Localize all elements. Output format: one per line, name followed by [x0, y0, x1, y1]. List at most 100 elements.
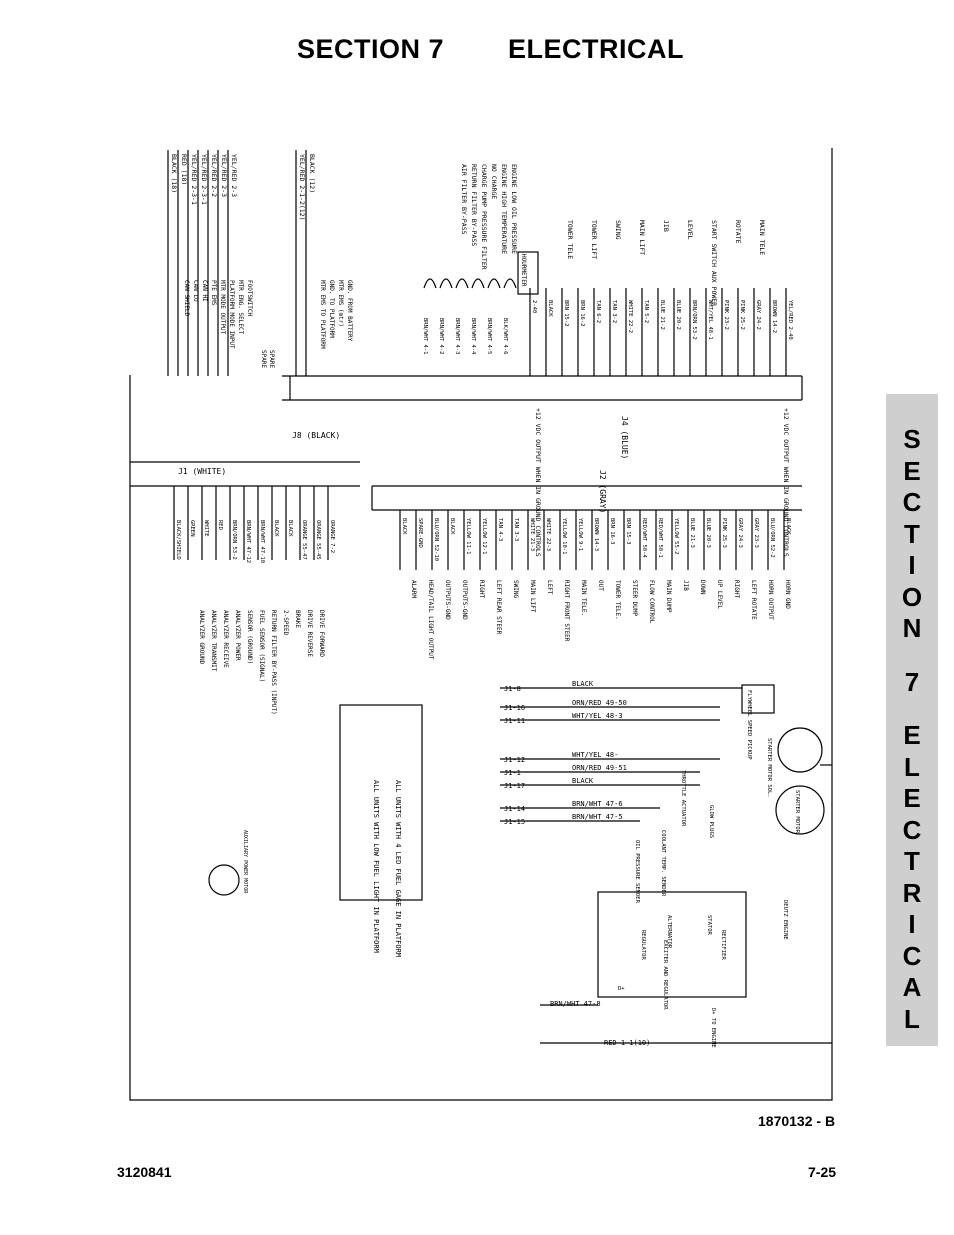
j2-function-label: FLOW CONTROL — [648, 580, 655, 624]
j2-wire-label: RED/WHT 50-4 — [641, 518, 647, 558]
j2-function-label: ALARM — [410, 580, 417, 598]
j2-wire-label: BROWN 14-3 — [593, 518, 599, 551]
tab-letter: L — [904, 1003, 920, 1034]
j2-wire-label: BRN 16-3 — [609, 518, 615, 545]
j2-wire-label: BRN 15-3 — [625, 518, 631, 545]
connector-j2-label: J2 (GRAY) — [598, 470, 607, 513]
j1-function-label: FUEL SENSOR (SIGNAL) — [258, 610, 265, 682]
section-title: ELECTRICAL — [508, 34, 684, 64]
left-signal-label: GND. FROM BATTERY — [346, 280, 353, 342]
j2-wire-label: BLACK — [449, 518, 455, 535]
tab-letter: A — [902, 972, 922, 1002]
left-wire-label: RED (18) — [180, 154, 188, 185]
bottom-wire-label: BRN/WHT 47-8 — [550, 1000, 601, 1008]
j1-function-label: ANALYZER POWER — [234, 610, 241, 661]
engine-wire-label: BLACK — [572, 680, 594, 688]
left-wire-label: BLACK (12) — [308, 154, 316, 193]
tab-letter: I — [908, 909, 916, 939]
power-note: +12 VDC OUTPUT WHEN IN GROUND CONTROLS — [782, 408, 790, 557]
j2-wire-label: RED/WHT 50-1 — [657, 518, 663, 558]
j1-wire-label: RED — [217, 520, 223, 530]
j1-wire-label: BRN/WHT 47-10 — [259, 520, 265, 563]
section-side-tab: S E C T I O N 7 E L E C T R I C A L — [886, 394, 938, 1046]
tab-letter: E — [903, 720, 921, 750]
left-wire-label: YEL/RED 2-1-2(12) — [298, 154, 306, 221]
sensor-wire-label: BRN/WHT 4-4 — [470, 318, 476, 355]
sensor-label: CHARGE PUMP PRESSURE FILTER — [480, 164, 488, 270]
engine-component-label: DEUTZ ENGINE — [782, 900, 788, 940]
j1-function-label: ANALYZER RECEIVE — [222, 610, 229, 668]
j2-function-label: OUTPUTS-GND — [444, 580, 451, 620]
sensor-label: ENGINE LOW OIL PRESSURE — [510, 164, 518, 254]
j2-function-label: LEFT ROTATE — [750, 580, 757, 620]
j1-wire-label: BRN/WHT 47-12 — [245, 520, 251, 563]
j2-function-label: MAIN TELE. — [580, 580, 587, 616]
function-label: TOWER LIFT — [590, 220, 598, 259]
j2-wire-label: YELLOW 55-2 — [673, 518, 679, 554]
tab-letter: N — [902, 613, 922, 643]
j2-function-label: MAIN DUMP — [665, 580, 672, 613]
aux-motor-label: AUXILIARY POWER MOTOR — [242, 830, 248, 894]
engine-pin-label: J1-17 — [504, 782, 525, 790]
sensor-wire-label: BRN/WHT 4-1 — [422, 318, 428, 354]
engine-component-label: COOLANT TEMP. SENDER — [660, 830, 666, 897]
sensor-wire-label: BRN/WHT 4-3 — [454, 318, 460, 354]
tab-letter: I — [908, 550, 916, 580]
j2-function-label: OUT — [597, 580, 604, 591]
left-wire-label: YEL/RED 2-3 — [230, 154, 238, 197]
engine-component-label: RECTIFIER — [720, 930, 726, 960]
function-label: START SWITCH AUX POWER — [710, 220, 718, 306]
j1-wire-label: ORANGE 55-45 — [315, 520, 321, 560]
tab-letter: R — [902, 877, 922, 908]
engine-pin-label: J1-1 — [504, 769, 521, 777]
j1-wire-label: GREEN — [189, 520, 195, 537]
tab-number: 7 — [904, 666, 920, 697]
j1-function-label: BRAKE — [294, 610, 301, 628]
engine-component-label: OIL PRESSURE SENDER — [634, 840, 640, 904]
j2-wire-label: BLU/ORN 52-2 — [769, 518, 775, 558]
function-label: LEVEL — [686, 220, 694, 240]
j2-wire-label: TAN 4-3 — [497, 518, 503, 541]
j4-wire-label: BLUE 21-2 — [659, 300, 665, 330]
engine-component-label: GLOW PLUGS — [708, 805, 714, 838]
j2-wire-label: YELLOW 12-1 — [481, 518, 487, 554]
bottom-wire-label: RED 1-1(10) — [604, 1039, 650, 1047]
tab-letter: C — [902, 814, 922, 845]
j1-wire-label: BLACK/SHIELD — [175, 520, 181, 560]
j2-function-label: OUTPUTS-GND — [461, 580, 468, 620]
j2-wire-label: BLACK — [785, 518, 791, 535]
j2-function-label: STEER DUMP — [631, 580, 638, 617]
engine-wire-label: WHT/YEL 48- — [572, 751, 618, 759]
left-signal-label: MTR EMS TO PLATFORM — [319, 280, 326, 349]
left-wire-label: BLACK (18) — [170, 154, 178, 193]
sensor-wire-label: BLK/WHT 4-6 — [502, 318, 508, 354]
tab-letter: C — [902, 487, 922, 517]
spare-label: SPARE — [260, 350, 267, 368]
left-signal-label: PTE EMS — [210, 280, 217, 306]
tab-letter: O — [901, 581, 923, 612]
j4-wire-label: GRAY 24-2 — [755, 300, 761, 330]
j2-wire-label: BLUE 20-3 — [705, 518, 711, 548]
j1-function-label: RETURN FILTER BY-PASS (INPUT) — [270, 610, 277, 715]
j2-function-label: RIGHT FRONT STEER — [563, 580, 570, 642]
engine-component-label: D+ — [618, 986, 625, 992]
j2-function-label: RIGHT — [733, 580, 740, 598]
left-signal-label: CAN SHIELD — [183, 280, 190, 317]
j2-wire-label: YELLOW 10-1 — [561, 518, 567, 554]
j2-wire-label: WHITE 22-3 — [545, 518, 551, 551]
tab-letter: L — [904, 751, 920, 782]
j4-wire-label: BRN/ORN 53-2 — [691, 300, 697, 340]
engine-wire-label: BRN/WHT 47-6 — [572, 800, 623, 808]
j1-wire-label: ORANGE 7-2 — [329, 520, 335, 553]
j4-wire-label: TAN 5-2 — [643, 300, 649, 323]
section-number: SECTION 7 — [297, 34, 445, 64]
j4-wire-label: BRN 16-2 — [579, 300, 585, 327]
engine-component-label: STARTER MOTOR — [794, 790, 800, 834]
j1-wire-label: BLACK — [273, 520, 279, 537]
j1-wire-label: WHITE — [203, 520, 209, 537]
j4-wire-label: PINK 23-2 — [723, 300, 729, 330]
tab-letter: C — [902, 940, 922, 971]
engine-wire-label: ORN/RED 49-51 — [572, 764, 627, 772]
engine-component-label: STATOR — [706, 915, 712, 936]
j2-wire-label: YELLOW 11-1 — [465, 518, 471, 554]
